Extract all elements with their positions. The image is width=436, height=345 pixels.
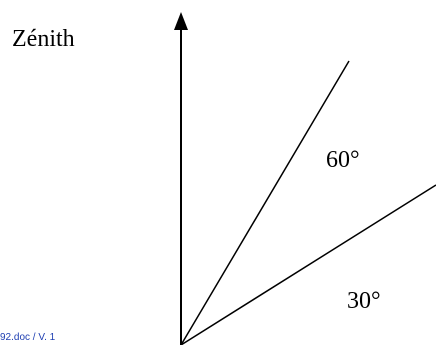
angle-30-label: 30° [347,288,381,314]
document-reference: 92.doc / V. 1 [0,332,56,343]
angle-60-label: 60° [326,147,360,173]
zenith-label: Zénith [12,26,75,52]
ray-60-from-zenith [180,184,436,345]
arrowhead-up-icon [174,12,188,30]
ray-30-from-zenith [180,60,350,345]
